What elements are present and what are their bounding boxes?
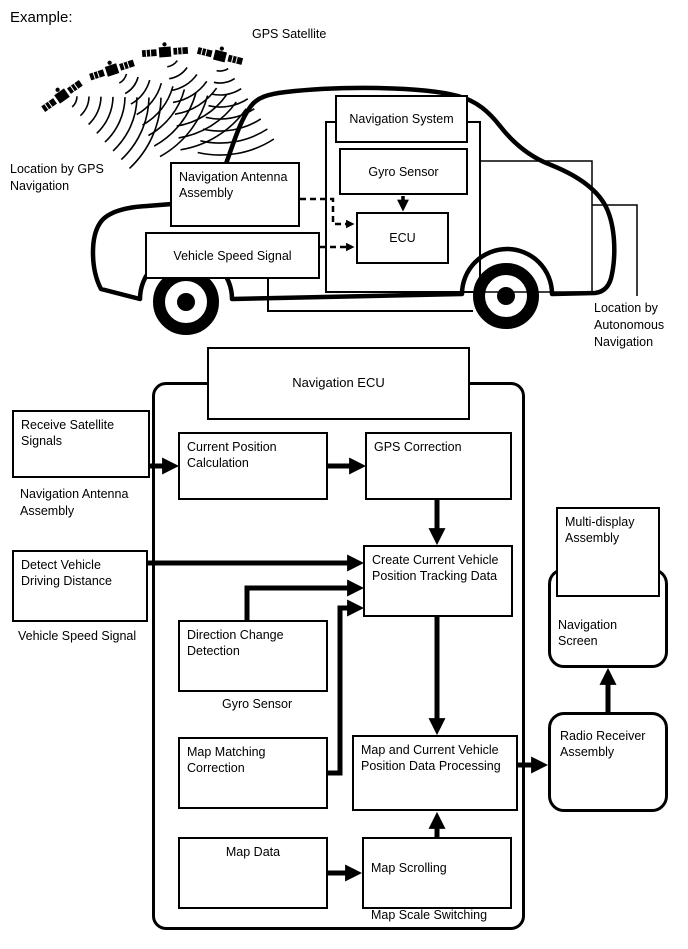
map-scrolling-label: Map Scrolling (371, 861, 447, 875)
signal-wave-icon (208, 98, 249, 108)
signal-wave-icon (71, 96, 78, 108)
box-gps-correction: GPS Correction (365, 432, 512, 500)
gyro-caption: Gyro Sensor (222, 697, 293, 711)
signal-wave-icon (200, 128, 268, 144)
gps-satellite-icon (140, 40, 189, 60)
rear-wheel-hub-icon (497, 287, 515, 305)
signal-wave-icon (153, 92, 197, 147)
signal-wave-icon (142, 86, 174, 126)
signal-wave-icon (148, 89, 186, 137)
gps-satellites (37, 40, 275, 169)
box-gyro-sensor: Gyro Sensor (339, 148, 468, 195)
box-map-position-processing: Map and Current Vehicle Position Data Pr… (352, 735, 518, 811)
navigation-screen-label: Navigation Screen (558, 618, 618, 649)
example-label: Example: (10, 9, 73, 26)
box-navigation-ecu-title: Navigation ECU (207, 347, 470, 420)
signal-wave-icon (104, 97, 126, 143)
autonomous-leader-line (592, 204, 638, 296)
gps-satellite-icon (86, 53, 136, 83)
box-detect-vehicle-driving-distance: Detect Vehicle Driving Distance (12, 550, 148, 622)
gps-satellite-label: GPS Satellite (252, 27, 327, 41)
autonomous-navigation-enclosure (479, 160, 593, 293)
rear-wheel-icon (473, 263, 539, 329)
front-wheel-icon (153, 269, 219, 335)
signal-wave-icon (88, 96, 102, 126)
box-map-matching-correction: Map Matching Correction (178, 737, 328, 809)
box-create-tracking-data: Create Current Vehicle Position Tracking… (363, 545, 513, 617)
box-navigation-system: Navigation System (335, 95, 468, 143)
signal-wave-icon (79, 96, 90, 117)
box-navigation-antenna-assembly: Navigation Antenna Assembly (170, 162, 300, 227)
signal-wave-icon (180, 108, 247, 151)
box-map-scrolling: Map Scrolling Map Scale Switching (362, 837, 512, 922)
map-scale-switching-label: Map Scale Switching (371, 908, 488, 922)
box-map-data: Map Data (178, 837, 328, 909)
signal-wave-icon (174, 87, 218, 115)
gps-satellite-icon (195, 40, 246, 68)
signal-wave-icon (124, 76, 139, 95)
box-ecu: ECU (356, 212, 449, 264)
signal-wave-icon (202, 118, 262, 132)
signal-wave-icon (172, 80, 208, 104)
signal-wave-icon (205, 108, 255, 120)
radio-receiver-container: Radio Receiver Assembly (548, 712, 668, 812)
signal-wave-icon (136, 82, 163, 116)
front-wheel-hub-icon (177, 293, 195, 311)
signal-wave-icon (170, 73, 198, 92)
signal-wave-icon (197, 138, 275, 156)
location-by-autonomous-label: Location by Autonomous Navigation (594, 301, 665, 349)
signal-wave-icon (118, 73, 128, 84)
signal-wave-icon (112, 97, 138, 152)
detect-caption: Vehicle Speed Signal (18, 629, 137, 643)
signal-wave-icon (167, 60, 178, 68)
location-by-gps-label: Location by GPS Navigation (10, 162, 104, 193)
signal-wave-icon (130, 79, 151, 105)
signal-wave-icon (211, 88, 242, 96)
receive-caption: Navigation Antenna Assembly (20, 487, 129, 518)
signal-wave-icon (216, 67, 229, 72)
box-receive-satellite-signals: Receive Satellite Signals (12, 410, 150, 478)
antenna-to-ecu-dashed-arrow (300, 197, 355, 229)
vehicle-speed-line (267, 279, 473, 312)
box-multi-display-assembly: Multi-display Assembly (556, 507, 660, 597)
radio-receiver-assembly-label: Radio Receiver Assembly (560, 729, 646, 760)
signal-wave-icon (176, 94, 228, 127)
signal-wave-icon (169, 67, 188, 80)
signal-wave-icon (213, 77, 236, 84)
gps-satellite-icon (37, 74, 85, 114)
box-vehicle-speed-signal: Vehicle Speed Signal (145, 232, 320, 279)
signal-wave-icon (96, 96, 114, 134)
signal-wave-icon (178, 101, 237, 139)
box-direction-change-detection: Direction Change Detection (178, 620, 328, 692)
signal-wave-icon (120, 97, 150, 161)
signal-wave-icon (159, 95, 209, 158)
signal-wave-icon (128, 97, 162, 169)
box-current-position-calculation: Current Position Calculation (178, 432, 328, 500)
